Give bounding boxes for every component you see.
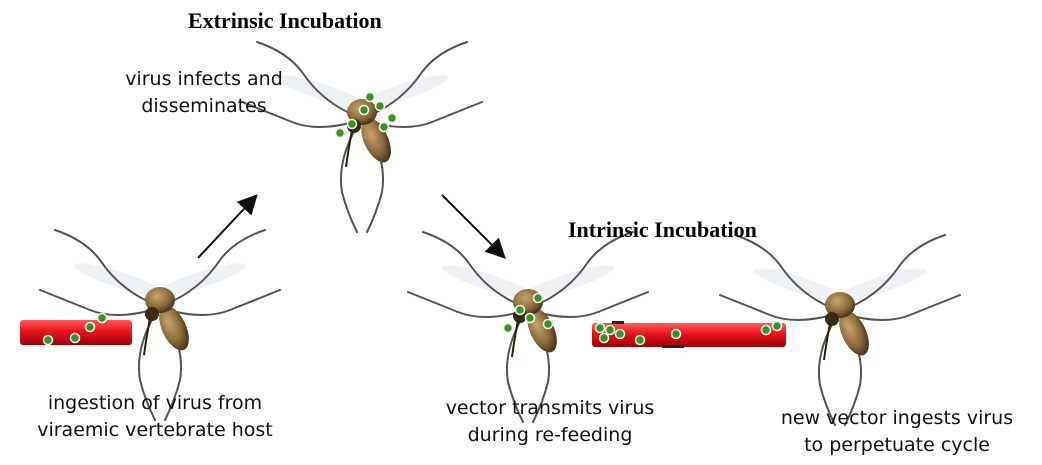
caption-line: viraemic vertebrate host — [10, 417, 300, 444]
caption-line: vector transmits virus — [410, 395, 690, 422]
caption-line: to perpetuate cycle — [752, 432, 1042, 459]
transmission-caption: vector transmits virus during re-feeding — [410, 395, 690, 449]
caption-line: virus infects and — [84, 66, 324, 93]
caption-line: new vector ingests virus — [752, 405, 1042, 432]
caption-line: ingestion of virus from — [10, 390, 300, 417]
intrinsic-incubation-title: Intrinsic Incubation — [568, 217, 757, 243]
extrinsic-incubation-title: Extrinsic Incubation — [188, 8, 382, 34]
caption-line: during re-feeding — [410, 422, 690, 449]
arrow-icon — [198, 197, 255, 258]
ingestion-caption: ingestion of virus from viraemic vertebr… — [10, 390, 300, 444]
infection-caption: virus infects and disseminates — [84, 66, 324, 120]
new-vector-caption: new vector ingests virus to perpetuate c… — [752, 405, 1042, 459]
caption-line: disseminates — [84, 93, 324, 120]
